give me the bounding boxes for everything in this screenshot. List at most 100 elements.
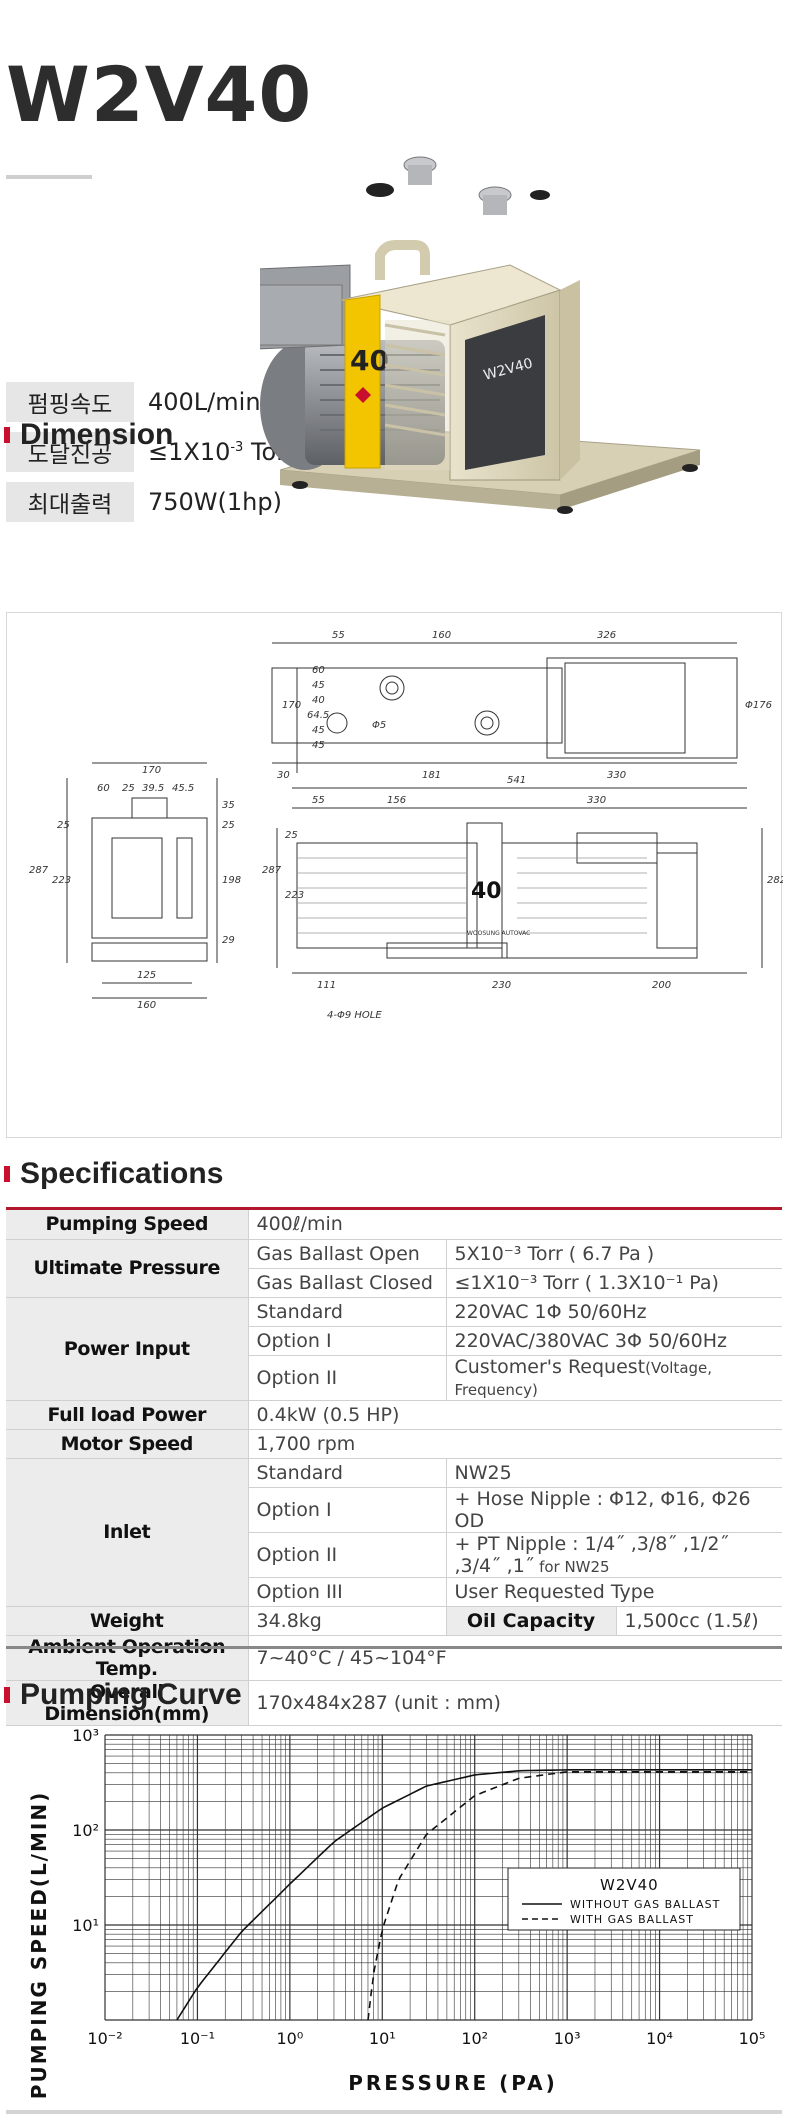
dim-text: 330 [607,770,626,781]
x-tick-label: 10⁵ [739,2029,766,2048]
legend-label: WITH GAS BALLAST [570,1913,694,1926]
summary-value: 750W(1hp) [148,488,282,516]
dim-text: 55 [312,795,325,806]
dim-plate-text: WOOSUNG AUTOVAC [467,930,530,937]
spec-table-top-rule [6,1207,782,1210]
x-tick-label: 10⁴ [646,2029,673,2048]
table-row: Ambient Operation Temp. 7~40°C / 45~104°… [6,1635,782,1681]
dim-text: 223 [285,890,304,901]
summary-key: 펌핑속도 [6,382,134,422]
y-axis-label: PUMPING SPEED(L/MIN) [27,1791,51,2099]
dim-text: 25 [122,783,135,794]
vacuum-pump-image: 40 W2V40 [260,156,701,514]
dim-text: 230 [492,980,511,991]
dim-text: 541 [507,775,526,786]
dim-text: 25 [222,820,235,831]
product-hero: W2V40 펌핑속도 400L/min 도달진공 ≤1X10-3 Torr 최대… [0,0,790,540]
dim-text: 200 [652,980,671,991]
specifications-table: Pumping Speed 400ℓ/min Ultimate Pressure… [6,1210,782,1726]
x-axis-label: PRESSURE (PA) [348,2071,557,2095]
dim-text: 4-Φ9 HOLE [327,1010,382,1021]
summary-value: 400L/min [148,388,261,416]
dim-text: 160 [432,630,451,641]
table-row: Pumping Speed 400ℓ/min [6,1210,782,1240]
legend-label: WITHOUT GAS BALLAST [570,1898,720,1911]
dim-text: 60 [312,665,325,676]
dim-side-label: 40 [471,879,502,904]
dimension-heading: Dimension [4,418,173,452]
dim-text: 170 [282,700,301,711]
dimension-drawing: 40 WOOSUNG AUTOVAC 55 160 326 60 45 40 6… [6,612,786,1138]
dim-text: 160 [137,1000,156,1011]
dim-text: 282 [767,875,783,886]
table-row: Weight 34.8kg Oil Capacity 1,500cc (1.5ℓ… [6,1606,782,1636]
summary-key: 도달진공 [6,432,134,472]
chart-legend: W2V40 WITHOUT GAS BALLAST WITH GAS BALLA… [507,1867,741,1931]
summary-row: 최대출력 750W(1hp) [6,480,296,524]
dim-text: 287 [29,865,49,876]
dim-text: 111 [317,980,336,991]
pumping-curve-chart: 10⁻² 10⁻¹ 10⁰ 10¹ 10² 10³ 10⁴ 10⁵ 10¹ 10² 10³ PUMP… [27,1726,765,2099]
dim-text: 170 [142,765,161,776]
dim-text: Φ176 [745,700,772,711]
dim-text: 45 [312,740,325,751]
table-row: Option II Customer's Request(Voltage, Fr… [6,1355,782,1401]
table-row: Option III User Requested Type [6,1577,782,1607]
dim-text: 45 [312,725,325,736]
summary-row: 펌핑속도 400L/min [6,380,296,424]
table-row: Option I 220VAC/380VAC 3Φ 50/60Hz [6,1326,782,1356]
curve-heading: Pumping Curve [4,1678,242,1712]
y-tick-label: 10¹ [72,1916,99,1935]
y-tick-label: 10² [72,1821,99,1840]
table-row: Inlet Standard NW25 [6,1458,782,1607]
dim-text: 39.5 [142,783,164,794]
dim-text: 156 [387,795,406,806]
footer-rule [6,2110,782,2114]
legend-title: W2V40 [600,1876,659,1894]
x-tick-label: 10¹ [369,2029,396,2048]
dim-text: 45.5 [172,783,194,794]
x-tick-label: 10⁻² [87,2029,122,2048]
pump-size-label: 40 [350,344,389,377]
x-tick-label: 10⁻¹ [180,2029,215,2048]
specifications-heading: Specifications [4,1157,223,1191]
table-row: Overall Dimension(mm) 170x484x287 (unit … [6,1680,782,1726]
chart-ticks: 10⁻² 10⁻¹ 10⁰ 10¹ 10² 10³ 10⁴ 10⁵ 10¹ 10² 10³ [72,1726,765,2048]
dim-text: 60 [97,783,110,794]
y-tick-label: 10³ [72,1726,99,1745]
table-row: Gas Ballast Closed ≤1X10⁻³ Torr ( 1.3X10… [6,1268,782,1298]
table-row: Full load Power 0.4kW (0.5 HP) [6,1400,782,1430]
spec-table-bottom-rule [6,1646,782,1649]
series-line-without-gas-ballast [176,1769,752,2021]
dim-text: 181 [422,770,441,781]
table-row: Motor Speed 1,700 rpm [6,1429,782,1459]
dim-text: 29 [222,935,235,946]
dim-text: 198 [222,875,241,886]
summary-specs: 펌핑속도 400L/min 도달진공 ≤1X10-3 Torr 최대출력 750… [6,380,296,530]
dim-text: 326 [597,630,616,641]
dim-text: 35 [222,800,235,811]
dim-text: 25 [285,830,298,841]
dim-text: 330 [587,795,606,806]
x-tick-label: 10³ [554,2029,581,2048]
dim-text: 287 [262,865,282,876]
product-title: W2V40 [6,50,313,139]
dim-text: 45 [312,680,325,691]
series-line-with-gas-ballast [367,1771,752,2021]
x-tick-label: 10² [461,2029,488,2048]
table-row: Option I + Hose Nipple : Φ12, Φ16, Φ26 O… [6,1487,782,1533]
dim-text: Φ5 [372,720,386,731]
dim-text: 223 [52,875,71,886]
table-row: Power Input Standard 220VAC 1Φ 50/60Hz [6,1297,782,1401]
dim-text: 55 [332,630,345,641]
dim-text: 64.5 [307,710,329,721]
x-tick-label: 10⁰ [276,2029,303,2048]
chart-lines [176,1769,752,2021]
dim-text: 25 [57,820,70,831]
dim-text: 125 [137,970,156,981]
dim-text: 30 [277,770,290,781]
table-row: Ultimate Pressure Gas Ballast Open 5X10⁻… [6,1239,782,1298]
dim-text: 40 [312,695,325,706]
table-row: Option II + PT Nipple : 1/4˝ ,3/8˝ ,1/2˝… [6,1532,782,1578]
summary-key: 최대출력 [6,482,134,522]
